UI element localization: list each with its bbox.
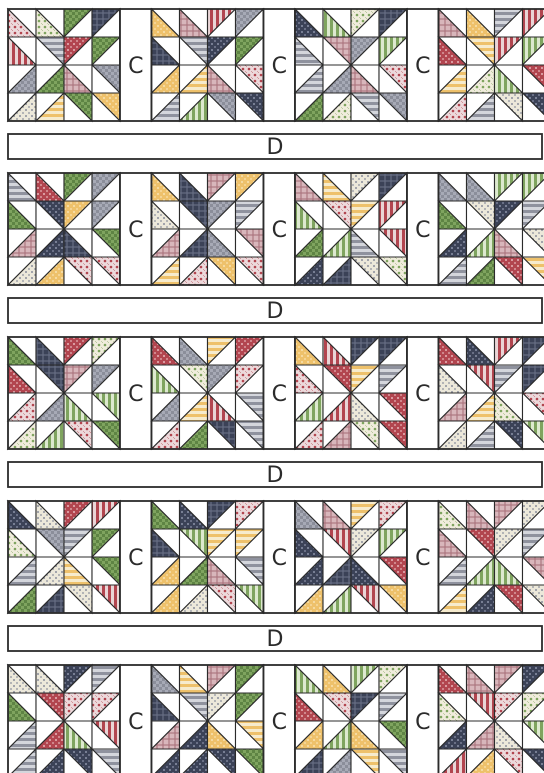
sashing-label: C — [128, 382, 143, 407]
sashing-label: C — [128, 710, 143, 735]
quilt-block — [152, 665, 264, 773]
quilt-block — [152, 501, 264, 613]
strip-d: D — [8, 626, 542, 652]
quilt-block — [295, 337, 407, 449]
quilt-block — [8, 665, 120, 773]
sashing-label: C — [272, 218, 287, 243]
sashing-label: C — [128, 218, 143, 243]
sashing-label: C — [415, 546, 430, 571]
strip-d: D — [8, 462, 542, 488]
quilt-block — [295, 665, 407, 773]
quilt-block — [439, 337, 544, 449]
quilt-block — [439, 665, 544, 773]
sashing-label: C — [272, 710, 287, 735]
quilt-block — [152, 9, 264, 121]
sashing-label: C — [415, 218, 430, 243]
quilt-block — [295, 501, 407, 613]
strip-d: D — [8, 134, 542, 160]
quilt-block — [8, 173, 120, 285]
quilt-block — [8, 9, 120, 121]
strip-label: D — [267, 463, 284, 488]
sashing-label: C — [128, 54, 143, 79]
quilt-block — [8, 501, 120, 613]
sashing-label: C — [272, 54, 287, 79]
strip-label: D — [267, 627, 284, 652]
sashing-label: C — [272, 382, 287, 407]
quilt-block — [152, 337, 264, 449]
quilt-block — [295, 173, 407, 285]
quilt-block — [152, 173, 264, 285]
quilt-block — [439, 501, 544, 613]
quilt-block — [439, 173, 544, 285]
strip-label: D — [267, 299, 284, 324]
strip-label: D — [267, 135, 284, 160]
quilt-block — [8, 337, 120, 449]
sashing-label: C — [128, 546, 143, 571]
strip-d: D — [8, 298, 542, 324]
sashing-label: C — [272, 546, 287, 571]
quilt-block — [439, 9, 544, 121]
sashing-label: C — [415, 54, 430, 79]
sashing-label: C — [415, 710, 430, 735]
sashing-label: C — [415, 382, 430, 407]
quilt-block — [295, 9, 407, 121]
